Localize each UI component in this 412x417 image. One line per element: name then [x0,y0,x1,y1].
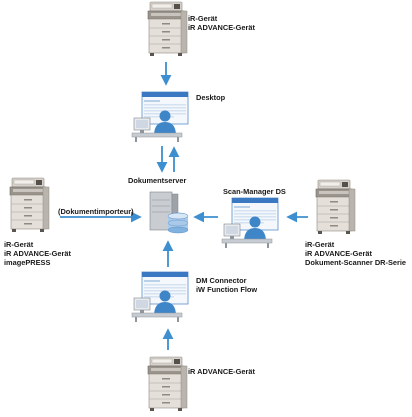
right-device-line-3: Dokument-Scanner DR-Serie [305,258,407,267]
workstation-icon [131,91,189,143]
right-device-line-1: iR-Gerät [305,240,335,249]
scan-manager-label: Scan-Manager DS [223,187,286,196]
workstation-icon [221,197,279,249]
desktop-label: Desktop [196,93,226,102]
left-device-line-2: iR ADVANCE-Gerät [4,249,71,258]
left-device-line-1: iR-Gerät [4,240,34,249]
server-icon [149,191,189,234]
connector-line-2: iW Function Flow [196,285,258,294]
right-device-line-2: iR ADVANCE-Gerät [305,249,372,258]
top-device-line-2: iR ADVANCE-Gerät [188,23,255,32]
importer-label: (Dokumentimporteur) [58,207,134,216]
printer-icon [147,356,188,412]
workstation-icon [131,271,189,323]
server-label: Dokumentserver [128,176,187,185]
printer-icon [9,177,50,233]
right-device-label: iR-Gerät iR ADVANCE-Gerät Dokument-Scann… [305,240,406,267]
connector-label: DM Connector iW Function Flow [196,276,257,294]
top-device-line-1: iR-Gerät [188,14,218,23]
left-device-label: iR-Gerät iR ADVANCE-Gerät imagePRESS [4,240,71,267]
printer-icon [315,179,356,235]
connector-line-1: DM Connector [196,276,247,285]
left-device-line-3: imagePRESS [4,258,51,267]
printer-icon [147,1,188,57]
top-device-label: iR-Gerät iR ADVANCE-Gerät [188,14,255,32]
bottom-device-label: iR ADVANCE-Gerät [188,367,255,376]
